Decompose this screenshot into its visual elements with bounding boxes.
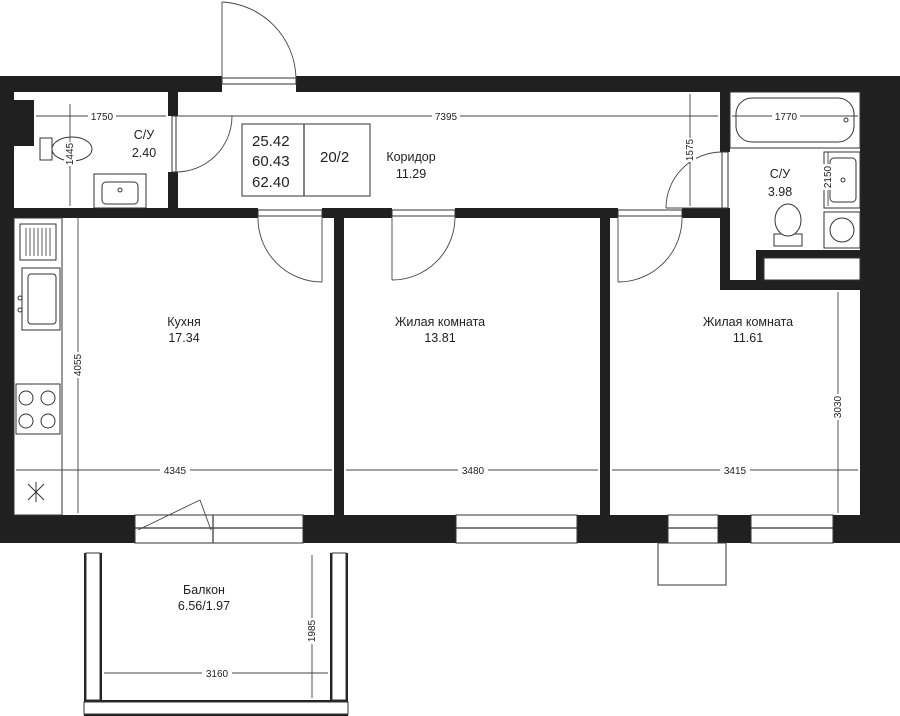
- room-corridor-area: 11.29: [396, 167, 426, 181]
- wall-wc1-right: [168, 92, 178, 116]
- wall-bottom-3: [577, 515, 668, 543]
- room-corridor-name: Коридор: [386, 150, 435, 164]
- ledge: [657, 542, 727, 586]
- room-balcony-name: Балкон: [183, 583, 225, 597]
- dim-living1-width: 3480: [462, 466, 485, 477]
- wall-wc1-left: [14, 100, 34, 146]
- entrance-door[interactable]: [221, 1, 297, 85]
- dim-kitchen-width: 4345: [164, 466, 187, 477]
- total-area-with-balcony: 62.40: [252, 174, 290, 191]
- area-summary: 25.42 60.43 62.40 20/2: [241, 123, 371, 197]
- wall-wc2-left-2: [720, 208, 730, 288]
- wall-wc1-right-2: [168, 172, 178, 212]
- windows: [134, 514, 834, 586]
- room-living1-area: 13.81: [424, 331, 455, 345]
- room-living1-name: Жилая комната: [395, 315, 485, 329]
- wall-mid-2: [322, 208, 392, 218]
- room-balcony-area: 6.56/1.97: [178, 599, 230, 613]
- interior-doors: [171, 115, 729, 283]
- room-kitchen-name: Кухня: [167, 315, 200, 329]
- wall-top-right: [296, 76, 900, 92]
- wall-bottom-4: [718, 515, 751, 543]
- wall-right: [860, 76, 900, 543]
- wall-wc2-bottom: [720, 280, 860, 290]
- vent-icon: [763, 257, 861, 281]
- room-wc1-name: С/У: [134, 128, 155, 142]
- wall-mid-3: [455, 208, 618, 218]
- window-living-2b: [750, 514, 834, 544]
- wall-mid-4: [682, 208, 730, 218]
- total-area: 60.43: [252, 153, 290, 170]
- snowflake-icon: [27, 482, 45, 502]
- wall-kitchen-living: [334, 208, 344, 515]
- living-area: 25.42: [252, 133, 290, 150]
- sink-icon: [17, 267, 61, 331]
- room-kitchen-area: 17.34: [168, 331, 199, 345]
- window-living-1: [455, 514, 578, 544]
- balcony: [83, 499, 349, 716]
- wall-bottom-1: [0, 515, 135, 543]
- wall-top-left: [0, 76, 222, 92]
- dim-corridor-depth: 1575: [685, 138, 696, 161]
- dim-living2-depth: 3030: [833, 395, 844, 418]
- washing-machine-icon: [823, 211, 861, 249]
- dim-balcony-depth: 1985: [307, 619, 318, 642]
- dim-balcony-width: 3160: [206, 669, 229, 680]
- room-living2-name: Жилая комната: [703, 315, 793, 329]
- room-living2-area: 11.61: [733, 331, 763, 345]
- wall-bottom-5: [833, 515, 900, 543]
- apartment-number: 20/2: [320, 149, 349, 166]
- dim-living2-width: 3415: [724, 466, 747, 477]
- room-labels: С/У 2.40 Коридор 11.29 С/У 3.98 Кухня 17…: [132, 128, 793, 613]
- dim-corridor-length: 7395: [435, 112, 458, 123]
- wall-living-living: [600, 208, 610, 515]
- dim-kitchen-depth: 4055: [73, 353, 84, 376]
- sink-icon: [93, 173, 147, 209]
- dimension-texts: 1750 1445 7395 1575 1770 2150 4055 4345 …: [64, 110, 844, 680]
- walls: [0, 76, 900, 543]
- stove-icon: [15, 383, 61, 435]
- dim-wc2-width: 1770: [775, 112, 798, 123]
- toilet-icon: [773, 203, 803, 247]
- room-wc2-area: 3.98: [768, 185, 792, 199]
- fixtures: [13, 91, 861, 516]
- dim-wc2-depth: 2150: [823, 165, 834, 188]
- room-wc2-name: С/У: [770, 167, 791, 181]
- kitchen-counter: [13, 217, 63, 516]
- wall-mid-1: [14, 208, 258, 218]
- window-living-2a: [667, 514, 719, 544]
- dim-wc1-depth: 1445: [65, 142, 76, 165]
- wall-wc2-left: [720, 92, 730, 152]
- window-kitchen: [134, 514, 304, 544]
- wall-left: [0, 76, 14, 543]
- dim-wc1-width: 1750: [91, 112, 114, 123]
- wall-bottom-2: [303, 515, 456, 543]
- room-wc1-area: 2.40: [132, 146, 156, 160]
